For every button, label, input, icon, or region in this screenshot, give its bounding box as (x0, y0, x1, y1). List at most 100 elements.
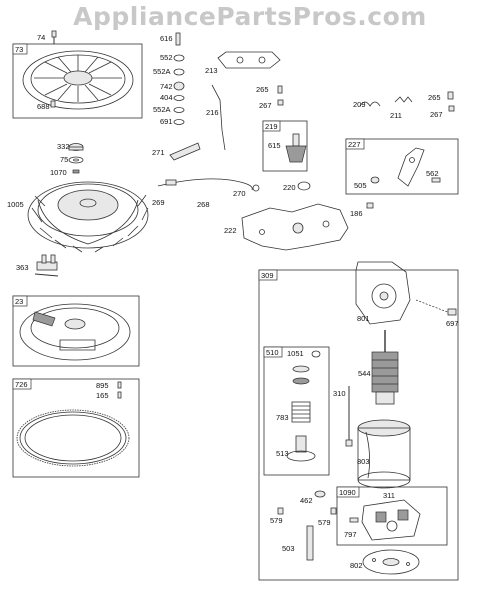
label-216: 216 (206, 108, 219, 117)
lever-227-part[interactable] (397, 147, 425, 187)
collar-part[interactable] (292, 365, 310, 385)
washer-404-part[interactable] (173, 95, 185, 101)
nut-267-b-part[interactable] (448, 105, 455, 112)
washer-552-part[interactable] (173, 54, 185, 62)
label-579-a: 579 (270, 516, 283, 525)
label-615: 615 (268, 141, 281, 150)
label-616: 616 (160, 34, 173, 43)
armature-544-part[interactable] (371, 330, 399, 405)
bolt-310-part[interactable] (345, 386, 353, 447)
brush-holder-311-part[interactable] (361, 499, 421, 541)
screw-797-part[interactable] (349, 517, 359, 523)
group-219-tag: 219 (265, 122, 278, 131)
label-544: 544 (358, 369, 371, 378)
label-222: 222 (224, 226, 237, 235)
spring-742-part[interactable] (173, 81, 185, 91)
label-1070: 1070 (50, 168, 67, 177)
nut-505-part[interactable] (370, 176, 380, 184)
group-73-tag: 73 (15, 45, 23, 54)
gear-220-part[interactable] (297, 181, 311, 191)
control-plate-222-part[interactable] (241, 203, 349, 251)
group-73-frame (12, 43, 143, 119)
drive-513-part[interactable] (286, 435, 316, 462)
label-209: 209 (353, 100, 366, 109)
nut-267-part[interactable] (277, 99, 284, 106)
clip-1051-part[interactable] (311, 350, 321, 358)
group-726-tag: 726 (15, 380, 28, 389)
label-1051: 1051 (287, 349, 304, 358)
lever-271-part[interactable] (169, 142, 201, 161)
label-562: 562 (426, 169, 439, 178)
screw-265-b-part[interactable] (447, 91, 454, 100)
label-269: 269 (152, 198, 165, 207)
group-726-frame (12, 378, 140, 478)
end-cap-801-part[interactable] (355, 261, 411, 325)
washer-462-part[interactable] (314, 490, 326, 498)
nut-332-part[interactable] (68, 143, 84, 151)
label-213: 213 (205, 66, 218, 75)
spring-209-part[interactable] (359, 101, 381, 107)
label-267-b: 267 (430, 110, 443, 119)
flywheel-23-part[interactable] (19, 303, 131, 361)
control-bracket-213-part[interactable] (217, 51, 281, 69)
washer-691-part[interactable] (173, 119, 185, 125)
label-268: 268 (197, 200, 210, 209)
screw-562-part[interactable] (431, 177, 441, 183)
screw-265-part[interactable] (277, 85, 283, 94)
label-688: 688 (37, 102, 50, 111)
screw-616-part[interactable] (175, 32, 181, 46)
group-227-frame (345, 138, 459, 195)
washer-75-part[interactable] (68, 156, 84, 164)
label-1005: 1005 (7, 200, 24, 209)
screw-895-part[interactable] (117, 381, 122, 399)
end-plate-802-part[interactable] (362, 549, 420, 575)
label-803: 803 (357, 457, 370, 466)
label-579-b: 579 (318, 518, 331, 527)
label-265-a: 265 (256, 85, 269, 94)
screw-579-a-part[interactable] (277, 507, 284, 515)
label-552A-1: 552A (153, 67, 171, 76)
group-1090-tag: 1090 (339, 488, 356, 497)
brush-503-part[interactable] (306, 525, 314, 561)
screw-579-b-part[interactable] (330, 507, 337, 515)
label-797: 797 (344, 530, 357, 539)
cable-268-part[interactable] (157, 178, 253, 191)
label-265-b: 265 (428, 93, 441, 102)
pinion-783-part[interactable] (291, 401, 311, 423)
label-211: 211 (390, 111, 402, 120)
label-74: 74 (37, 33, 45, 42)
label-895: 895 (96, 381, 109, 390)
washer-552A-2-part[interactable] (173, 107, 185, 113)
label-220: 220 (283, 183, 296, 192)
spring-211-part[interactable] (394, 96, 413, 103)
screw-186-part[interactable] (366, 202, 374, 209)
key-1070-part[interactable] (72, 169, 80, 174)
group-227-tag: 227 (348, 140, 361, 149)
clip-270-part[interactable] (252, 184, 260, 192)
group-510-tag: 510 (266, 348, 279, 357)
label-691: 691 (160, 117, 173, 126)
ring-gear-726-part[interactable] (16, 409, 130, 467)
blower-screen-part[interactable] (22, 50, 134, 110)
label-697: 697 (446, 319, 459, 328)
washer-552A-part[interactable] (173, 68, 185, 76)
screw-688-part[interactable] (50, 100, 56, 108)
label-802: 802 (350, 561, 363, 570)
link-216-part[interactable] (211, 84, 226, 151)
label-186: 186 (350, 209, 363, 218)
governor-615-part[interactable] (285, 133, 307, 163)
label-311: 311 (383, 491, 395, 500)
group-309-tag: 309 (261, 271, 274, 280)
bolt-697-part[interactable] (415, 299, 457, 316)
clamp-363-part[interactable] (34, 254, 59, 277)
group-23-tag: 23 (15, 297, 23, 306)
label-310: 310 (333, 389, 346, 398)
label-513: 513 (276, 449, 289, 458)
group-510-frame (263, 346, 330, 476)
screw-74-part[interactable] (51, 30, 57, 44)
housing-803-part[interactable] (357, 419, 411, 489)
label-75: 75 (60, 155, 68, 164)
flywheel-fan-1005-part[interactable] (27, 181, 149, 253)
label-270: 270 (233, 189, 246, 198)
